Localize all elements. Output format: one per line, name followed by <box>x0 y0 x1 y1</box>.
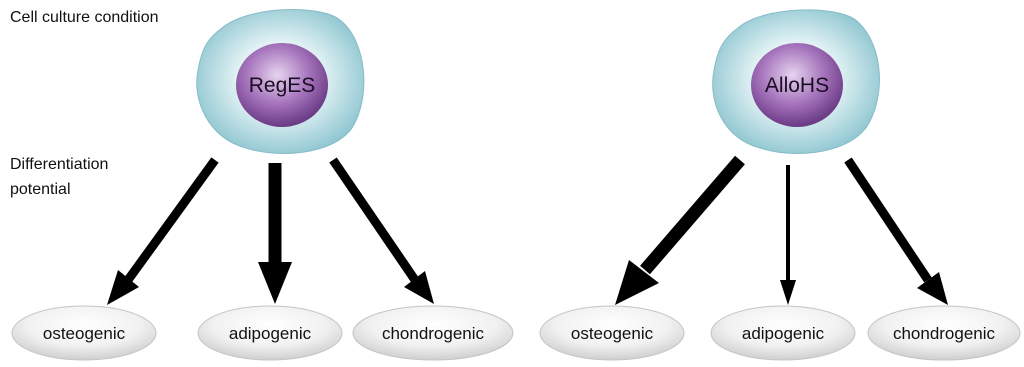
cell-label: AlloHS <box>765 74 829 97</box>
arrow-chondrogenic <box>333 160 434 304</box>
outcome-label: osteogenic <box>571 324 654 343</box>
arrow-osteogenic <box>107 160 215 305</box>
outcome-label: osteogenic <box>43 324 126 343</box>
group-allohs: AlloHS osteogenic adipogenic chondrogeni… <box>540 10 1020 360</box>
arrow-osteogenic <box>615 160 740 305</box>
outcome-label: chondrogenic <box>382 324 485 343</box>
outcome-label: chondrogenic <box>893 324 996 343</box>
arrow-adipogenic <box>258 163 292 304</box>
arrow-adipogenic <box>780 165 796 305</box>
outcome-label: adipogenic <box>742 324 825 343</box>
arrow-chondrogenic <box>848 160 948 305</box>
group-reges: RegES osteogenic adipogenic chondrogenic <box>12 10 513 360</box>
outcome-label: adipogenic <box>229 324 312 343</box>
cell-label: RegES <box>249 74 316 97</box>
